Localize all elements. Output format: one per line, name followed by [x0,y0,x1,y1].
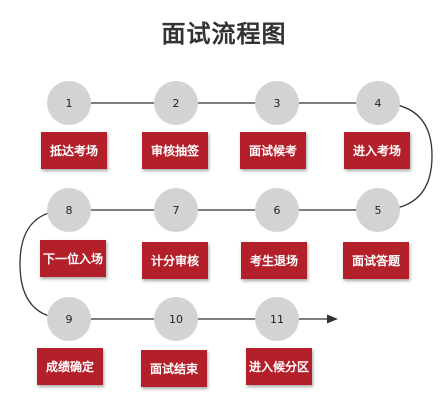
step-label-4: 进入考场 [344,132,410,169]
step-label-2: 审核抽签 [142,132,208,169]
step-label-3: 面试候考 [240,132,306,169]
step-label-9: 成绩确定 [37,348,103,385]
step-label-6: 考生退场 [241,242,307,279]
step-node-2: 2 [154,81,198,125]
connector-curve-left [19,209,70,320]
step-node-1: 1 [47,81,91,125]
step-node-4: 4 [356,81,400,125]
step-node-8: 8 [47,188,91,232]
step-node-6: 6 [255,188,299,232]
step-label-8: 下一位入场 [40,240,106,277]
step-label-10: 面试结束 [141,350,207,387]
step-node-3: 3 [255,81,299,125]
step-node-10: 10 [154,297,198,341]
step-node-9: 9 [47,297,91,341]
connector-curve-right [377,102,433,211]
step-label-11: 进入候分区 [246,348,312,385]
arrow-head-icon [327,314,338,324]
step-label-5: 面试答题 [343,242,409,279]
step-node-5: 5 [356,188,400,232]
step-node-7: 7 [154,188,198,232]
page-title: 面试流程图 [161,20,287,48]
step-node-11: 11 [255,297,299,341]
step-label-1: 抵达考场 [41,132,107,169]
step-label-7: 计分审核 [142,242,208,279]
